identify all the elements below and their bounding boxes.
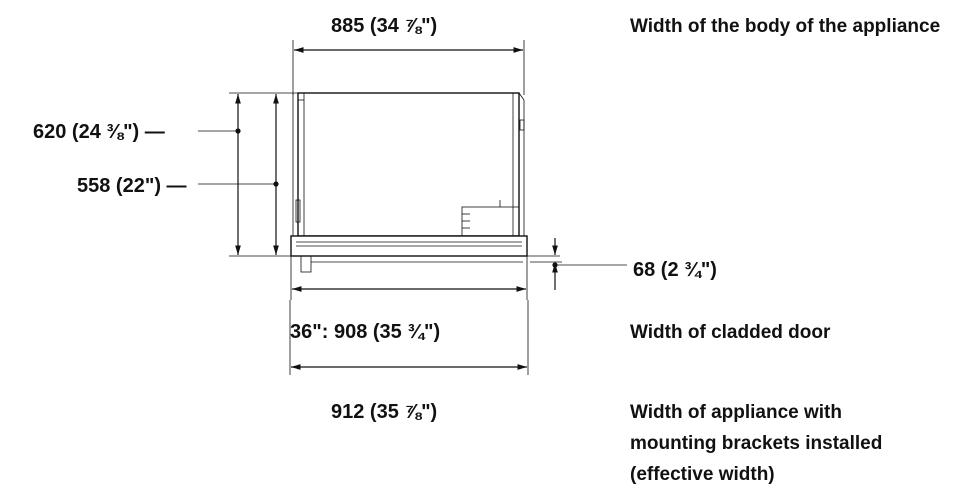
effective-width-note-line-2: mounting brackets installed (630, 433, 882, 454)
cladded-door-dimension-line (290, 256, 528, 300)
appliance-body (292, 92, 525, 256)
door-offset-dimension: 68 (2 ¾") (633, 259, 717, 281)
effective-width-dimension: 912 (35 ⅞") (331, 401, 437, 423)
effective-width-note-line-1: Width of appliance with (630, 402, 842, 423)
cladded-door-dimension: 36": 908 (35 ¾") (290, 321, 440, 343)
appliance-door (290, 235, 528, 273)
body-width-dimension: 885 (34 ⅞") (331, 15, 437, 37)
height-620-dimension: 620 (24 ⅜") — (33, 121, 165, 143)
body-width-note: Width of the body of the appliance (630, 16, 940, 37)
cladded-door-note: Width of cladded door (630, 322, 831, 343)
body-width-dimension-line (292, 40, 525, 95)
effective-width-dimension-line (289, 300, 529, 375)
height-558-dimension: 558 (22") — (77, 175, 187, 197)
height-558-dimension-line (198, 94, 279, 255)
effective-width-note-line-3: (effective width) (630, 464, 775, 485)
door-offset-dimension-line (530, 238, 627, 290)
